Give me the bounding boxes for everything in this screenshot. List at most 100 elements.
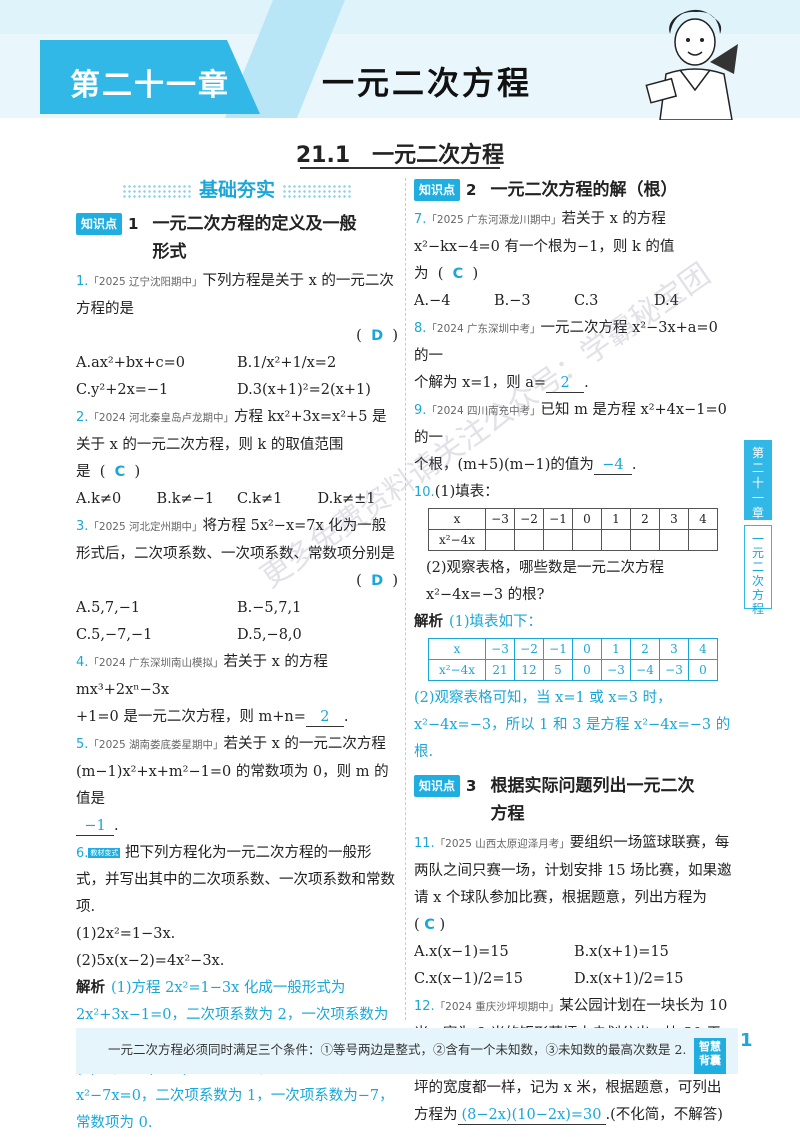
- answer-blank: −4: [593, 456, 632, 475]
- side-tab-label: 第二十一章: [751, 446, 764, 520]
- table-cell: 2: [630, 508, 660, 530]
- footer-box: [76, 1028, 738, 1074]
- question-text: 若关于 x 的方程 x²−kx−4=0 有一个根为−1，则 k 的值为: [414, 211, 675, 282]
- column-divider: [405, 178, 406, 1020]
- options: A.x(x−1)=15 B.x(x+1)=15 C.x(x−1)/2=15 D.…: [414, 939, 734, 993]
- answer-blank: (8−2x)(10−2x)=30: [457, 1106, 606, 1125]
- section-underline: [300, 167, 500, 169]
- answer-bracket: ( D ): [356, 573, 398, 589]
- wisdom-badge: 智慧背囊: [694, 1038, 726, 1074]
- table-cell: −1: [543, 638, 573, 660]
- section-number: 21.1: [295, 143, 351, 168]
- footer-text: 一元二次方程必须同时满足三个条件：①等号两边是整式，②含有一个未知数，③未知数的…: [108, 1042, 687, 1057]
- question-text: 一元二次方程 x²−3x+a=0 的一: [414, 320, 718, 364]
- question-number: 5.: [76, 737, 89, 752]
- question-7: 7.「2025 广东河源龙川期中」若关于 x 的方程 x²−kx−4=0 有一个…: [414, 206, 734, 315]
- table-cell: 0: [572, 659, 602, 681]
- sub-question-2: (2)观察表格，哪些数是一元二次方程 x²−4x=−3 的根?: [426, 560, 665, 603]
- kp-title: 一元二次方程的解（根）: [490, 180, 678, 200]
- option-c: C.5,−7,−1: [76, 627, 153, 643]
- option-b: B.−5,7,1: [237, 600, 302, 616]
- answer: C: [424, 917, 435, 933]
- option-d: D.3(x+1)²=2(x+1): [237, 382, 371, 398]
- question-number: 7.: [414, 212, 427, 227]
- table-cell: x²−4x: [428, 659, 486, 681]
- table-cell: −2: [514, 508, 544, 530]
- right-column: 知识点 2 一元二次方程的解（根） 7.「2025 广东河源龙川期中」若关于 x…: [414, 176, 734, 1129]
- option-a: A.k≠0: [76, 491, 122, 507]
- question-text-cont: 个根，(m+5)(m−1)的值为: [414, 457, 594, 473]
- option-b: B.x(x+1)=15: [574, 944, 669, 960]
- option-d: D.x(x+1)/2=15: [574, 971, 684, 987]
- question-text: 已知 m 是方程 x²+4x−1=0 的一: [414, 402, 727, 446]
- question-text: 方程 kx²+3x=x²+5 是关于 x 的一元二次方程，则 k 的取值范围是: [76, 409, 387, 480]
- sub-question-1: (1)2x²=1−3x.: [76, 926, 176, 942]
- options: A.k≠0 B.k≠−1 C.k≠1 D.k≠±1: [76, 486, 398, 513]
- fill-table: x −3 −2 −1 0 1 2 3 4 x²−4x: [428, 508, 718, 551]
- chapter-label: 第二十一章: [70, 68, 230, 103]
- solution-label: 解析: [76, 980, 105, 996]
- table-cell: −3: [601, 659, 631, 681]
- table-cell: 5: [543, 659, 573, 681]
- question-number: 1.: [76, 274, 89, 289]
- option-b: B.k≠−1: [156, 491, 215, 507]
- table-cell: −2: [514, 638, 544, 660]
- question-text: 要组织一场篮球联赛，每两队之间只赛一场，计划安排 15 场比赛，如果邀请 x 个…: [414, 835, 732, 906]
- question-10: 10.(1)填表： x −3 −2 −1 0 1 2 3 4 x²−4x (2)…: [414, 479, 734, 766]
- question-text: 把下列方程化为一元二次方程的一般形式，并写出其中的二次项系数、一次项系数和常数项…: [76, 845, 395, 915]
- answer-blank: 2: [305, 708, 344, 727]
- table-cell: 1: [601, 638, 631, 660]
- question-8: 8.「2024 广东深圳中考」一元二次方程 x²−3x+a=0 的一 个解为 x…: [414, 320, 718, 393]
- answer: C: [452, 266, 464, 282]
- wisdom-badge-label: 智慧背囊: [699, 1040, 721, 1067]
- side-tab-chapter[interactable]: 第二十一章: [744, 440, 772, 520]
- answer: D: [371, 328, 384, 344]
- answer: D: [371, 573, 384, 589]
- option-a: A.ax²+bx+c=0: [76, 355, 185, 371]
- question-source: 「2025 广东河源龙川期中」: [426, 214, 562, 226]
- textbook-variant-badge: 教材变式: [88, 848, 121, 858]
- option-d: D.5,−8,0: [237, 627, 302, 643]
- table-cell: 3: [659, 638, 689, 660]
- solution-part-1: (1)填表如下：: [449, 614, 543, 630]
- solution: 解析(1)填表如下：: [414, 609, 734, 636]
- question-1: 1.「2025 辽宁沈阳期中」下列方程是关于 x 的一元二次方程的是 ( D )…: [76, 268, 398, 404]
- kp-tag: 知识点: [414, 179, 461, 201]
- table-cell: −1: [543, 508, 573, 530]
- table-cell: −3: [659, 659, 689, 681]
- question-9: 9.「2024 四川南充中考」已知 m 是方程 x²+4x−1=0 的一 个根，…: [414, 402, 727, 475]
- option-b: B.−3: [494, 293, 531, 309]
- option-b: B.1/x²+1/x=2: [237, 355, 337, 371]
- question-source: 「2024 河北秦皇岛卢龙期中」: [88, 412, 234, 424]
- table-cell: x²−4x: [428, 529, 486, 551]
- chapter-title: 一元二次方程: [322, 64, 533, 102]
- answer-bracket: ( D ): [356, 328, 398, 344]
- side-tab-label: 一元二次方程: [751, 532, 764, 616]
- question-text: 将方程 5x²−x=7x 化为一般形式后，二次项系数、一次项系数、常数项分别是: [76, 518, 395, 562]
- table-cell: 12: [514, 659, 544, 681]
- question-source: 「2024 广东深圳南山模拟」: [88, 657, 224, 669]
- table-cell: 2: [630, 638, 660, 660]
- question-number: 9.: [414, 403, 427, 418]
- question-number: 4.: [76, 655, 89, 670]
- table-header-row: x −3 −2 −1 0 1 2 3 4: [428, 508, 718, 530]
- table-cell: x: [428, 508, 486, 530]
- question-11: 11.「2025 山西太原迎泽月考」要组织一场篮球联赛，每两队之间只赛一场，计划…: [414, 830, 734, 993]
- solution-table: x −3 −2 −1 0 1 2 3 4 x²−4x 21 12 5 0 −3 …: [428, 638, 718, 681]
- solution-part-2: (2)观察表格可知，当 x=1 或 x=3 时，x²−4x=−3，所以 1 和 …: [414, 690, 731, 760]
- banner-text: 基础夯实: [198, 179, 275, 201]
- table-cell: 0: [572, 508, 602, 530]
- side-tab-topic[interactable]: 一元二次方程: [744, 525, 772, 616]
- table-cell: −3: [485, 638, 515, 660]
- question-6: 6.教材变式 把下列方程化为一元二次方程的一般形式，并写出其中的二次项系数、一次…: [76, 840, 398, 1137]
- answer-blank: 2: [546, 374, 585, 393]
- question-number: 6.: [76, 846, 89, 861]
- knowledge-point-3: 知识点 3 根据实际问题列出一元二次方程: [414, 772, 734, 828]
- kp-number: 3: [466, 777, 477, 795]
- question-source: 「2025 山西太原迎泽月考」: [434, 838, 570, 850]
- option-a: A.5,7,−1: [76, 600, 141, 616]
- question-source: 「2024 重庆沙坪坝期中」: [434, 1001, 560, 1013]
- question-number: 8.: [414, 321, 427, 336]
- table-cell: 0: [688, 659, 718, 681]
